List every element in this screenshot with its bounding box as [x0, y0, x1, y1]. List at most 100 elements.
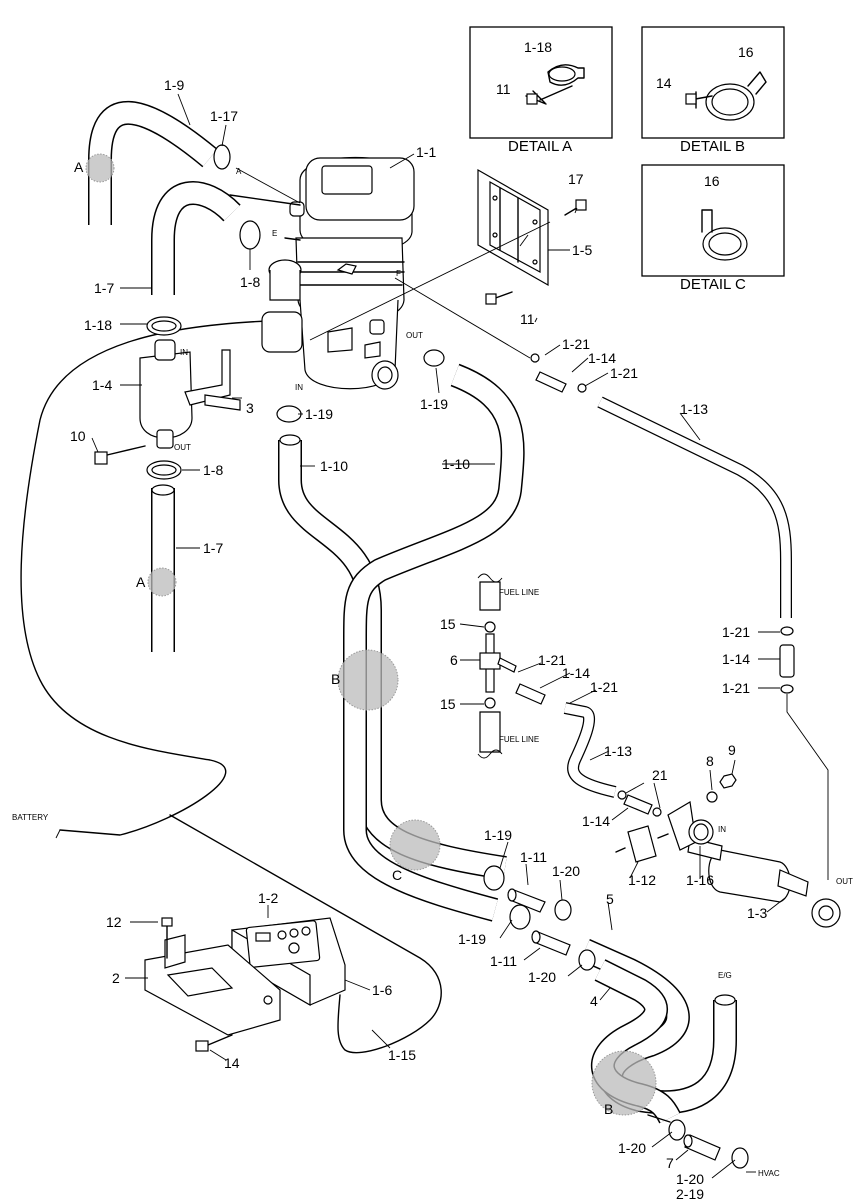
tag-in-muffler: IN [180, 348, 188, 357]
heater-unit [229, 156, 415, 390]
label-15-b: 15 [440, 696, 456, 712]
label-1-5: 1-5 [572, 242, 592, 258]
detail-c-caption: DETAIL C [680, 276, 746, 293]
pipe-7 [683, 1134, 721, 1161]
ref-circle-b-left [337, 649, 399, 711]
label-1-20-a: 1-20 [552, 863, 580, 879]
ref-circle-b-right [591, 1050, 657, 1116]
label-10: 10 [70, 428, 86, 444]
label-1-20-b: 1-20 [528, 969, 556, 985]
label-4: 4 [590, 993, 598, 1009]
tag-battery: BATTERY [12, 813, 49, 822]
hose-end-hvac [647, 1114, 671, 1123]
tag-in-pump: IN [718, 825, 726, 834]
ref-letter-a-bottom: A [136, 574, 146, 590]
label-15-a: 15 [440, 616, 456, 632]
bracket-2 [144, 934, 281, 1036]
pipe-1-11-lower [531, 930, 571, 956]
hose-1-13-middle [563, 702, 617, 798]
label-1-14-b: 1-14 [562, 665, 590, 681]
muffler-1-4 [94, 339, 241, 465]
tag-a-heater: A [236, 167, 242, 176]
damper-1-12 [615, 825, 669, 863]
label-16-detail-c: 16 [704, 173, 720, 189]
label-11-detail: 11 [496, 81, 511, 97]
label-7: 7 [666, 1155, 674, 1171]
label-9: 9 [728, 742, 736, 758]
fuel-pipe-1-14-right [779, 626, 829, 880]
clamps-1-20 [554, 899, 749, 1169]
tag-eg: E/G [718, 971, 732, 980]
label-1-20-d: 1-20 [676, 1171, 704, 1187]
label-1-10-b: 1-10 [442, 456, 470, 472]
label-14: 14 [224, 1055, 240, 1071]
reference-letters: A A B C B [74, 159, 613, 1117]
label-1-3: 1-3 [747, 905, 767, 921]
label-1-1: 1-1 [416, 144, 436, 160]
callout-labels: 1-18 11 16 14 16 1-9 1-17 1-1 17 1-5 1-7… [70, 39, 767, 1200]
label-1-7-top: 1-7 [94, 280, 114, 296]
label-6: 6 [450, 652, 458, 668]
bolt-11 [485, 291, 513, 305]
clamp-1-17 [213, 144, 231, 170]
fuel-pipe-1-14-top [530, 353, 587, 393]
clamp-1-8-top [239, 220, 261, 250]
label-1-21-b: 1-21 [610, 365, 638, 381]
ref-letter-b-left: B [331, 671, 340, 687]
label-1-14-c: 1-14 [722, 651, 750, 667]
ref-letter-a-top: A [74, 159, 84, 175]
label-1-19-b: 1-19 [420, 396, 448, 412]
label-1-18: 1-18 [84, 317, 112, 333]
label-1-19-a: 1-19 [305, 406, 333, 422]
tag-e-heater: E [272, 229, 277, 238]
label-2: 2 [112, 970, 120, 986]
label-5: 5 [606, 891, 614, 907]
tag-fuel-line-top: FUEL LINE [499, 588, 539, 597]
detail-b-caption: DETAIL B [680, 138, 745, 155]
label-8: 8 [706, 753, 714, 769]
clamp-1-19-top [276, 405, 302, 423]
clamp-1-19-right [423, 349, 445, 367]
label-1-20-c: 1-20 [618, 1140, 646, 1156]
label-1-6: 1-6 [372, 982, 392, 998]
detail-c-box: DETAIL C [641, 164, 785, 293]
leader-lines [91, 93, 786, 1179]
label-1-8-top: 1-8 [240, 274, 260, 290]
hose-1-10-right [343, 363, 525, 922]
label-1-19-c: 1-19 [484, 827, 512, 843]
label-1-17: 1-17 [210, 108, 238, 124]
ref-letter-c: C [392, 867, 402, 883]
hose-1-9 [88, 101, 218, 225]
label-1-16: 1-16 [686, 872, 714, 888]
ref-circle-c [389, 819, 441, 871]
clamps-1-19-lower [483, 865, 531, 930]
screw-12 [161, 917, 173, 959]
fuel-tee [477, 573, 546, 759]
tag-out-heater: OUT [406, 331, 423, 340]
label-1-4: 1-4 [92, 377, 112, 393]
label-17: 17 [568, 171, 584, 187]
tag-out-pump: OUT [836, 877, 853, 886]
label-1-8-bottom: 1-8 [203, 462, 223, 478]
hose-1-10-left [278, 434, 507, 880]
tag-in-heater: IN [295, 383, 303, 392]
detail-b-box: DETAIL B [641, 26, 785, 155]
fuel-pipes-21 [617, 790, 662, 817]
label-1-14-a: 1-14 [588, 350, 616, 366]
label-1-21-f: 1-21 [722, 680, 750, 696]
label-21: 21 [652, 767, 668, 783]
label-3: 3 [246, 400, 254, 416]
hose-1-7-upper [151, 181, 241, 295]
ref-letter-b-right: B [604, 1101, 613, 1117]
label-1-21-d: 1-21 [590, 679, 618, 695]
label-1-2: 1-2 [258, 890, 278, 906]
pipe-1-11-upper [507, 888, 546, 913]
tag-out-muffler: OUT [174, 443, 191, 452]
label-1-21-a: 1-21 [562, 336, 590, 352]
label-1-21-e: 1-21 [722, 624, 750, 640]
label-14-detail-b: 14 [656, 75, 672, 91]
label-2-19: 2-19 [676, 1186, 704, 1200]
tag-hvac: HVAC [758, 1169, 780, 1178]
bolt-17 [564, 199, 587, 216]
